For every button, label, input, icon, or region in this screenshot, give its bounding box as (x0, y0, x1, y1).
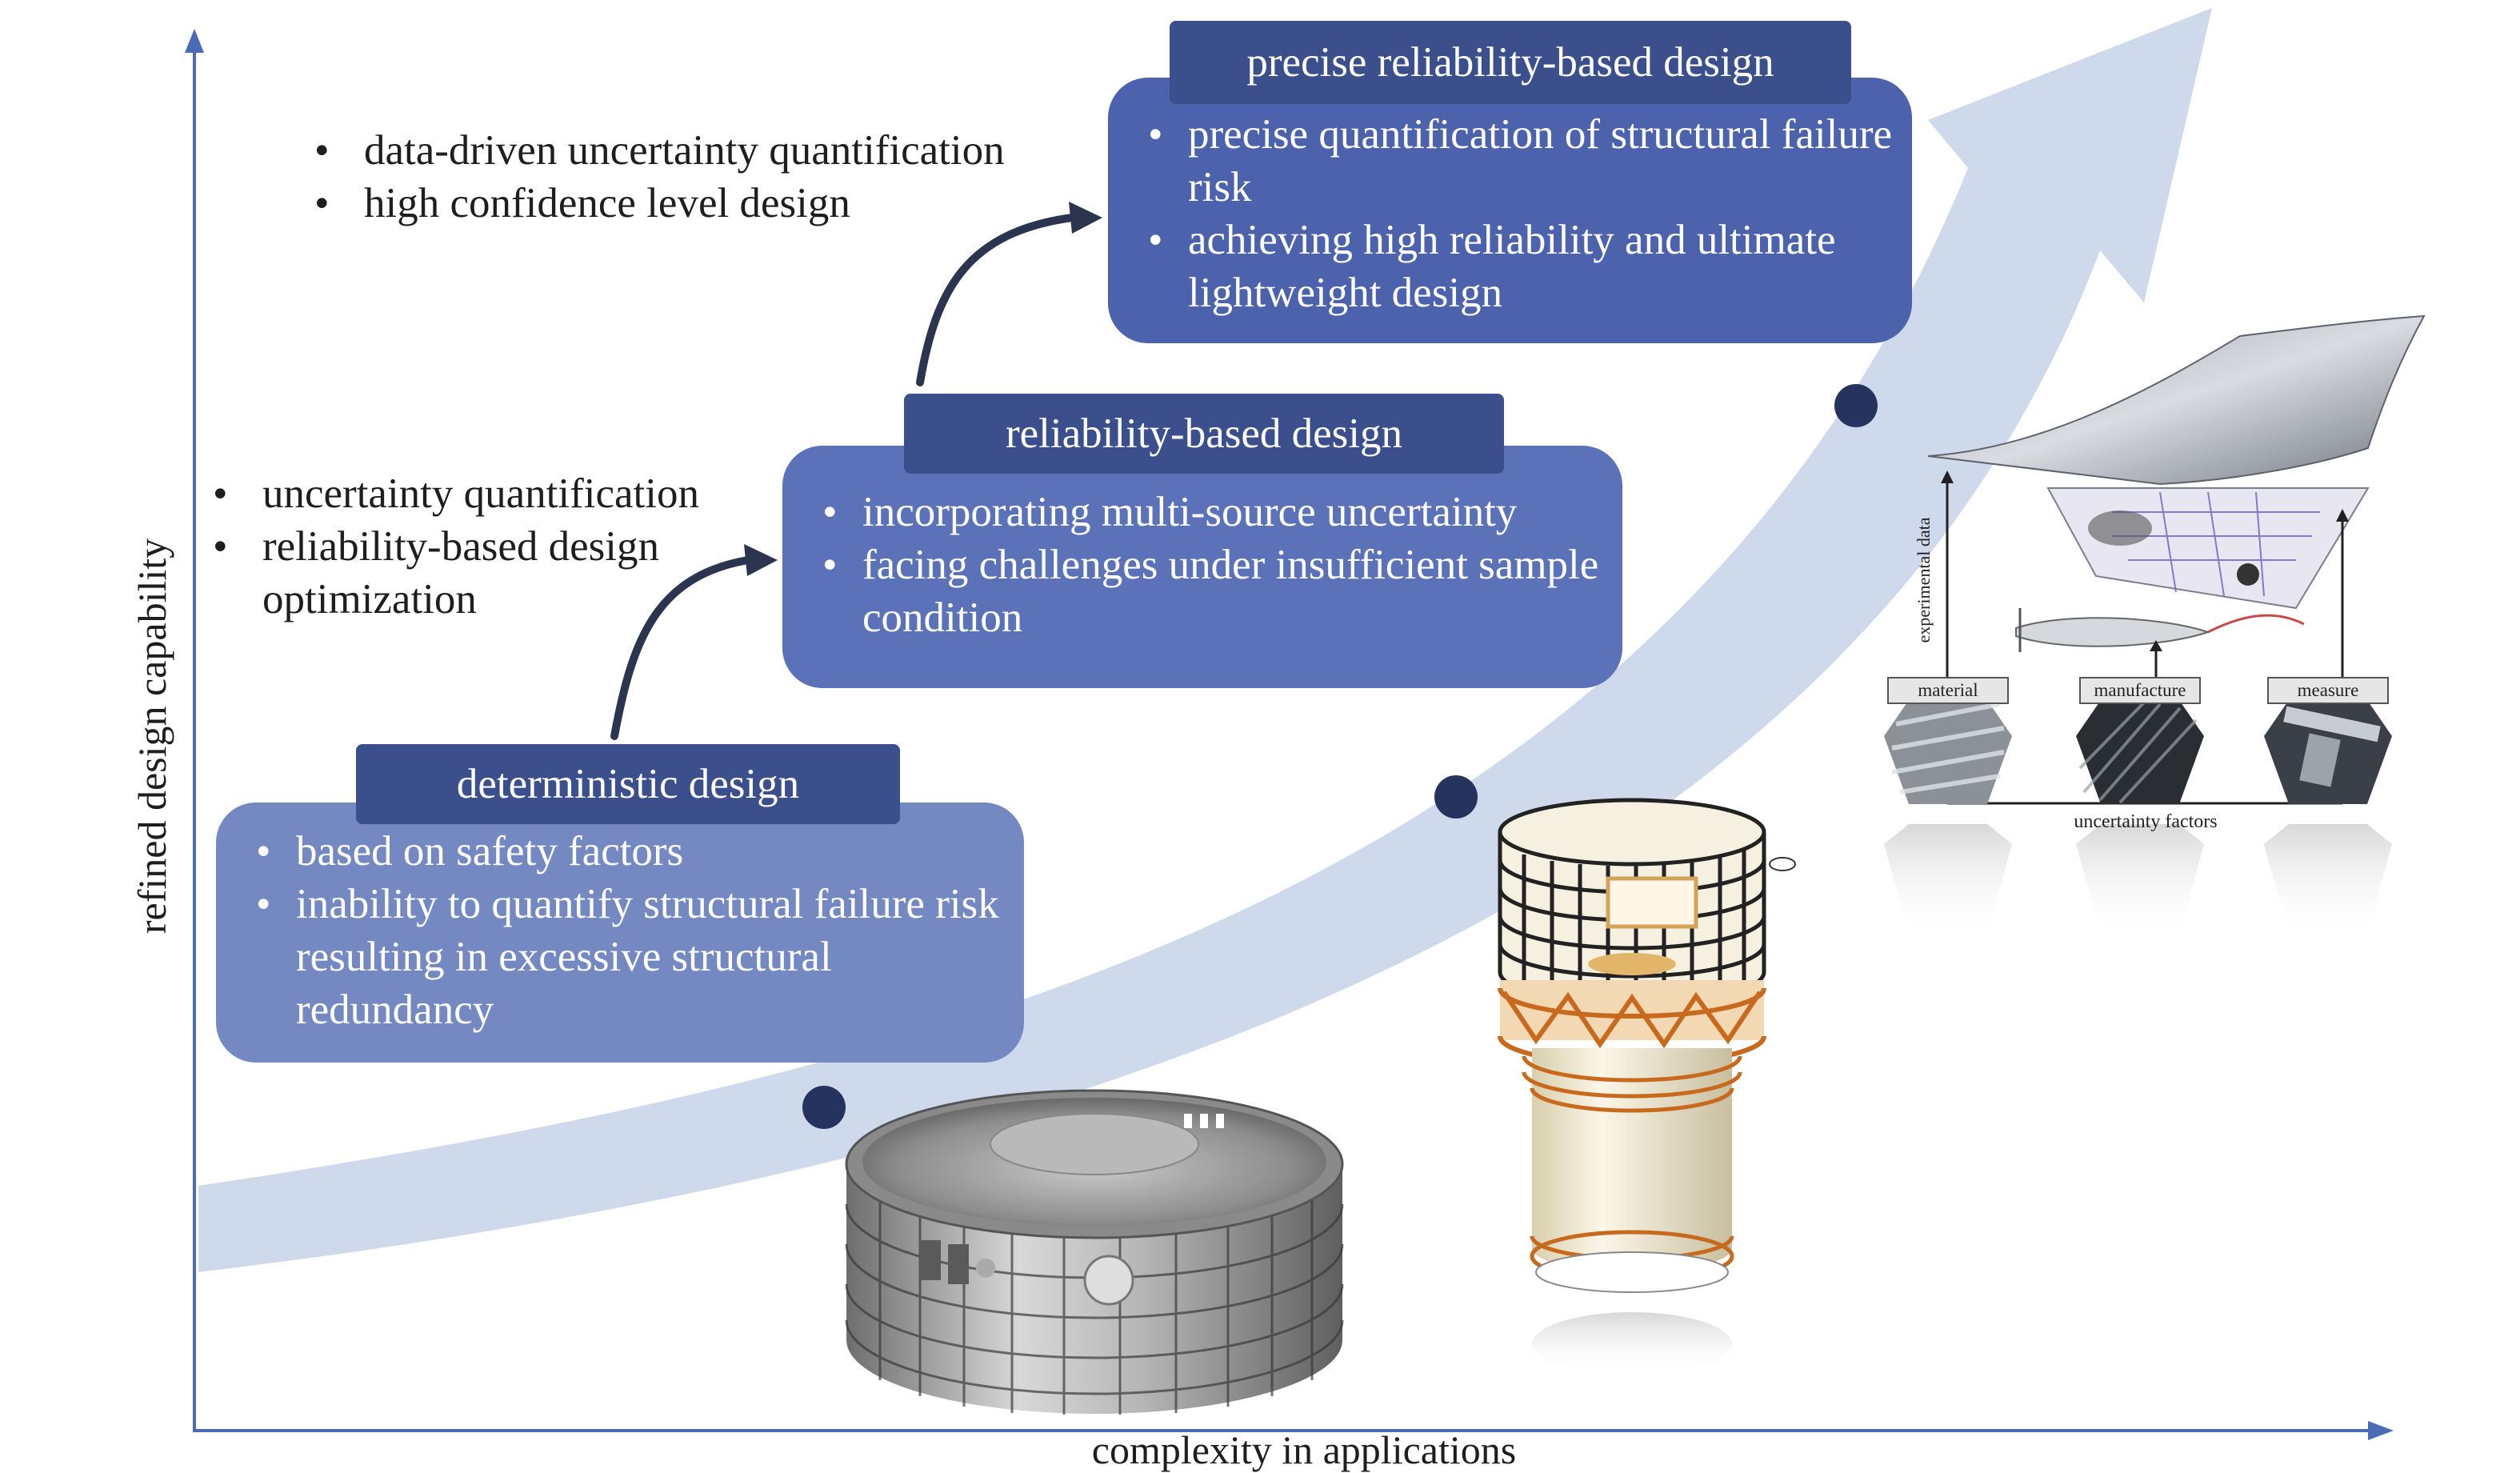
stage-box-precise: precise quantification of structural fai… (1108, 78, 1912, 343)
factor-tile-material (1884, 677, 2012, 804)
stage-bullet: facing challenges under insufficient sam… (806, 538, 1606, 644)
stage-bullets-deterministic: based on safety factors inability to qua… (240, 825, 1008, 1036)
y-axis-arrowhead (185, 29, 204, 53)
factor-tile-manufacture (2076, 677, 2204, 804)
stage-bullets-precise: precise quantification of structural fai… (1132, 108, 1892, 319)
stage-dot-2 (1434, 775, 1478, 819)
stage-title-reliability: reliability-based design (904, 394, 1504, 474)
stage-bullet: inability to quantify structural failure… (240, 878, 1008, 1036)
cylindrical-tank-illustration (845, 1089, 1344, 1415)
stage-bullet: incorporating multi-source uncertainty (806, 486, 1606, 538)
stage-box-reliability: incorporating multi-source uncertainty f… (782, 446, 1622, 688)
transition-notes-2: data-driven uncertainty quantification h… (308, 124, 1092, 230)
y-axis-label: refined design capability (130, 538, 174, 935)
stage-bullet: based on safety factors (240, 825, 1008, 878)
arrow-stage2-to-stage3 (916, 214, 1076, 386)
stage-bullets-reliability: incorporating multi-source uncertainty f… (806, 486, 1606, 644)
factor-tile-measure (2264, 677, 2392, 804)
cylinder-adapter-illustration (1498, 798, 1796, 1376)
stage-box-deterministic: based on safety factors inability to qua… (216, 803, 1024, 1063)
inset-vertical-label: experimental data (1914, 517, 1934, 642)
transition-note: high confidence level design (308, 177, 1092, 230)
stage-dot-1 (802, 1086, 846, 1129)
factor-label-manufacture: manufacture (2094, 680, 2186, 700)
x-axis-label: complexity in applications (1091, 1427, 1517, 1472)
trend-arrow (198, 8, 2212, 1272)
transition-note: uncertainty quantification (206, 467, 814, 520)
aircraft-inset: experimental data material manufacture m… (1884, 314, 2426, 936)
stage-bullet: achieving high reliability and ultimate … (1132, 214, 1892, 319)
transition-note: reliability-based design optimization (206, 520, 814, 626)
axes (185, 29, 2394, 1440)
transition-notes-1: uncertainty quantification reliability-b… (206, 467, 814, 626)
factor-label-measure: measure (2298, 680, 2359, 700)
stage-bullet: precise quantification of structural fai… (1132, 108, 1892, 214)
stage-dot-3 (1834, 384, 1878, 427)
transition-note: data-driven uncertainty quantification (308, 124, 1092, 177)
inset-bottom-label: uncertainty factors (2074, 811, 2217, 832)
stage-title-precise: precise reliability-based design (1170, 21, 1851, 104)
x-axis-arrowhead (2368, 1421, 2394, 1440)
factor-label-material: material (1918, 680, 1978, 700)
stage-title-deterministic: deterministic design (356, 744, 900, 824)
